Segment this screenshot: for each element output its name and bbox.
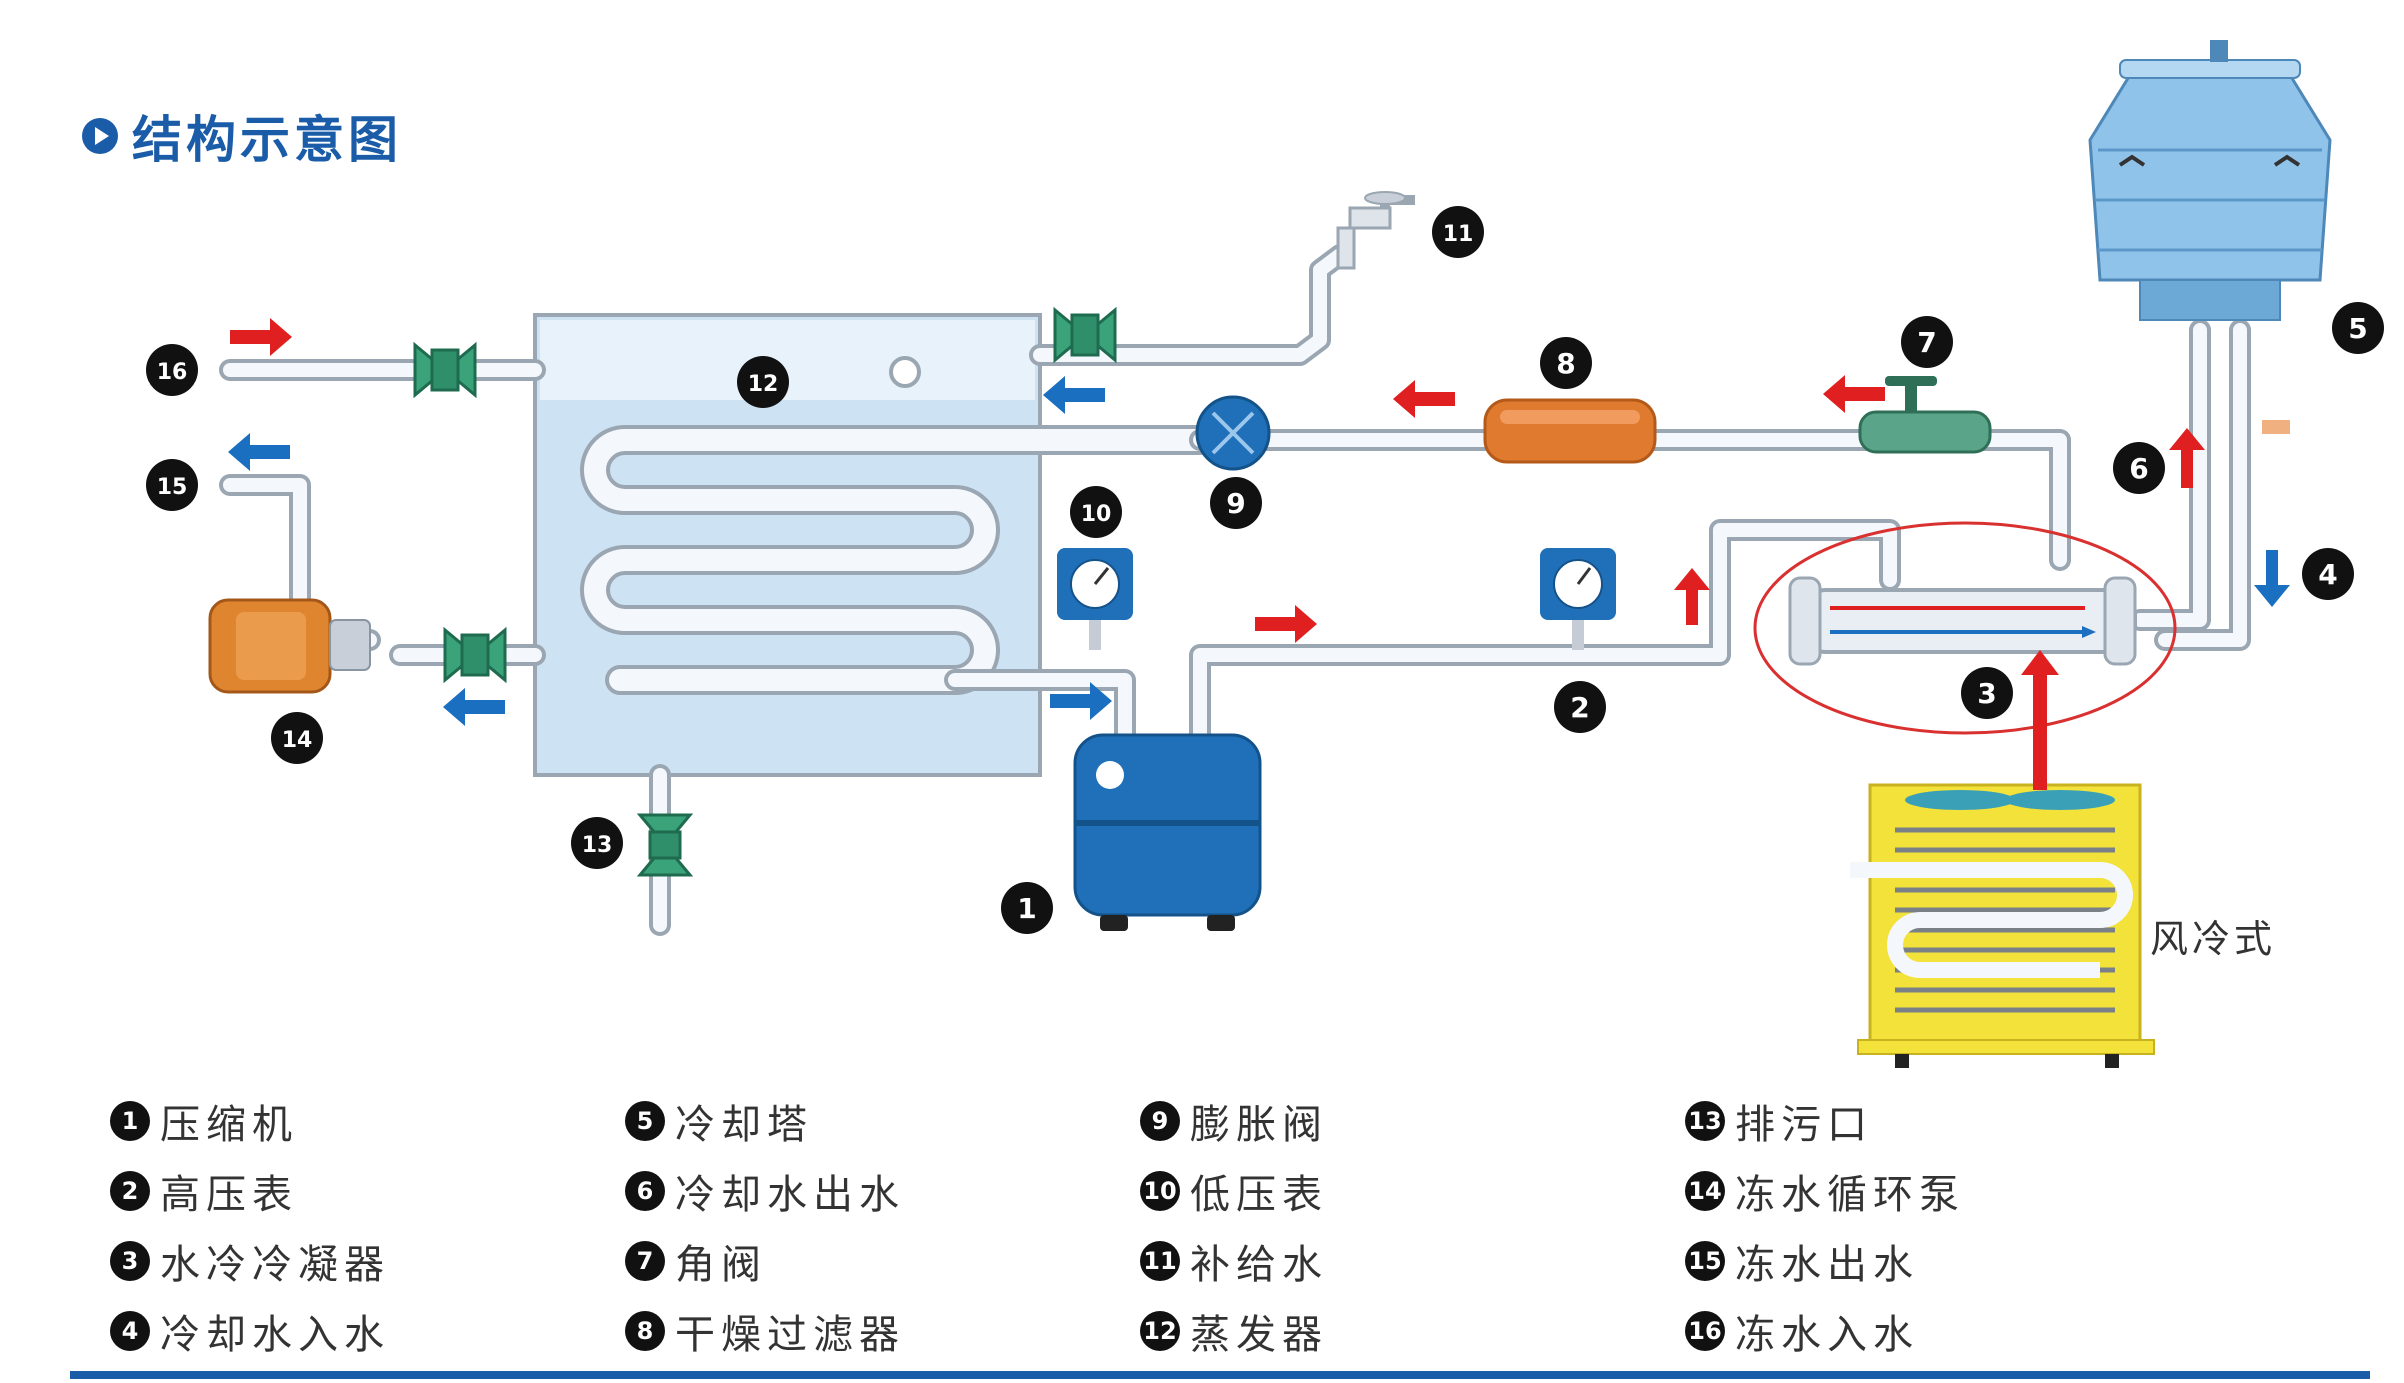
callout-5: 5 — [2332, 302, 2384, 354]
svg-text:9: 9 — [1226, 487, 1245, 520]
callout-13: 13 — [571, 817, 623, 869]
svg-text:7: 7 — [1917, 326, 1936, 359]
arrow-right-red — [1255, 605, 1317, 643]
air-cooled-label: 风冷式 — [2150, 917, 2277, 961]
water-cooled-condenser — [1753, 521, 2177, 735]
low-pressure-gauge — [1057, 548, 1133, 650]
arrow-up-red — [1674, 568, 1710, 625]
faucet-icon — [889, 191, 1415, 388]
arrow-down-blue — [2254, 550, 2290, 607]
legend-label: 冷却水出水 — [675, 1172, 905, 1218]
arrow-right-red — [230, 318, 292, 356]
legend-label: 膨胀阀 — [1190, 1102, 1328, 1148]
legend-label: 角阀 — [675, 1242, 767, 1288]
title-text: 结构示意图 — [132, 111, 402, 169]
svg-text:15: 15 — [157, 475, 188, 500]
callout-16: 16 — [146, 344, 198, 396]
arrow-up-red — [2021, 650, 2059, 790]
legend-label: 排污口 — [1735, 1102, 1873, 1148]
diagram-title: 结构示意图 — [82, 100, 402, 172]
bottom-rule — [70, 1371, 2370, 1379]
svg-text:4: 4 — [2318, 558, 2337, 591]
green-valves — [413, 306, 1117, 877]
callout-10: 10 — [1070, 486, 1122, 538]
legend-label: 干燥过滤器 — [675, 1312, 905, 1358]
legend-label: 冷却水入水 — [160, 1312, 390, 1358]
legend-label: 高压表 — [160, 1172, 298, 1218]
cooling-tower — [2088, 40, 2332, 434]
callout-9: 9 — [1210, 477, 1262, 529]
legend-label: 压缩机 — [160, 1102, 298, 1148]
callout-15: 15 — [146, 459, 198, 511]
callout-4: 4 — [2302, 548, 2354, 600]
svg-text:2: 2 — [1570, 691, 1589, 724]
svg-text:8: 8 — [1556, 347, 1575, 380]
arrow-right-blue — [1050, 682, 1112, 720]
legend-label: 蒸发器 — [1190, 1312, 1328, 1358]
high-pressure-gauge — [1540, 548, 1616, 650]
callout-8: 8 — [1540, 337, 1592, 389]
callout-1: 1 — [1001, 882, 1053, 934]
svg-text:10: 10 — [1081, 502, 1112, 527]
legend-label: 水冷冷凝器 — [160, 1242, 390, 1288]
callout-3: 3 — [1961, 667, 2013, 719]
svg-text:13: 13 — [582, 833, 613, 858]
callout-11: 11 — [1432, 206, 1484, 258]
svg-text:3: 3 — [1977, 677, 1996, 710]
svg-text:11: 11 — [1443, 222, 1474, 247]
callout-12: 12 — [737, 356, 789, 408]
legend-label: 低压表 — [1190, 1172, 1328, 1218]
legend-label: 冷却塔 — [675, 1102, 813, 1148]
play-bullet-icon — [82, 118, 118, 154]
angle-valve — [1858, 376, 1992, 454]
svg-text:5: 5 — [2348, 312, 2367, 345]
svg-text:12: 12 — [748, 372, 779, 397]
legend-label: 冻水入水 — [1735, 1312, 1919, 1358]
air-cooled-condenser — [1850, 783, 2155, 1068]
callouts: 1 2 3 4 5 6 7 8 9 10 11 12 13 14 15 16 — [146, 206, 2384, 934]
callout-6: 6 — [2113, 442, 2165, 494]
chilled-water-pump — [208, 598, 371, 694]
arrow-left-blue — [443, 688, 505, 726]
svg-text:1: 1 — [1017, 892, 1036, 925]
callout-14: 14 — [271, 712, 323, 764]
drier-filter — [1483, 398, 1657, 464]
callout-7: 7 — [1901, 316, 1953, 368]
legend-label: 冻水出水 — [1735, 1242, 1919, 1288]
arrow-left-blue — [1043, 376, 1105, 414]
arrow-left-blue — [228, 433, 290, 471]
legend-label: 冻水循环泵 — [1735, 1172, 1965, 1218]
arrow-left-red — [1393, 380, 1455, 418]
svg-text:16: 16 — [157, 360, 188, 385]
evaporator-coil — [580, 425, 1215, 695]
compressor — [1073, 733, 1262, 931]
arrow-up-red — [2169, 428, 2205, 488]
callout-2: 2 — [1554, 681, 1606, 733]
flow-arrows — [228, 318, 2290, 790]
legend-label: 补给水 — [1190, 1242, 1328, 1288]
svg-text:6: 6 — [2129, 452, 2148, 485]
svg-text:14: 14 — [282, 728, 313, 753]
expansion-valve — [1195, 395, 1271, 471]
arrow-left-red — [1823, 375, 1885, 413]
